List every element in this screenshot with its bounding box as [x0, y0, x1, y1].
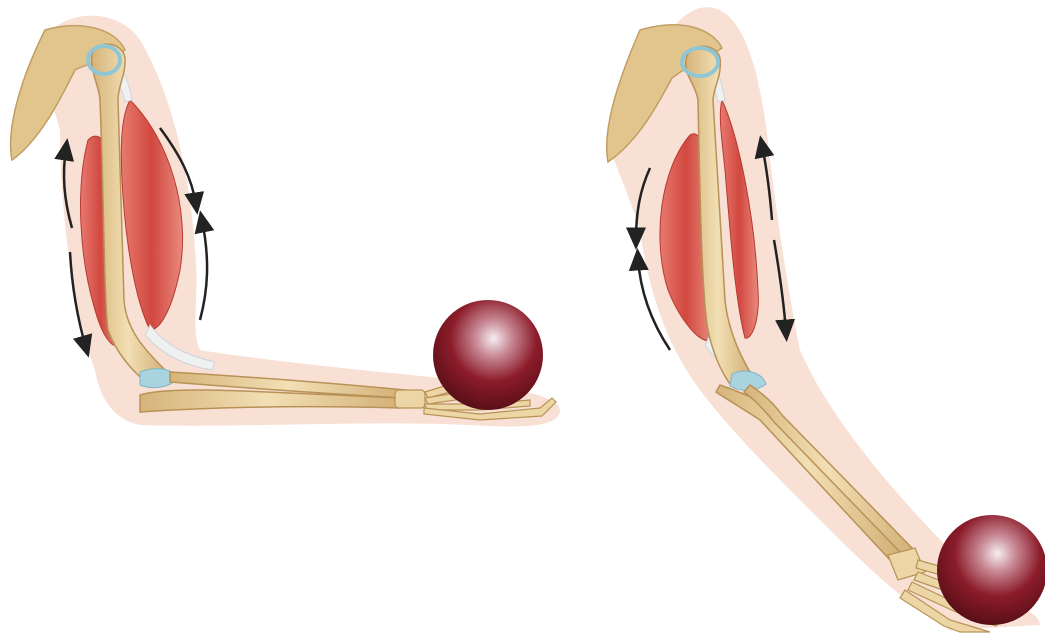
flexed-ball — [433, 300, 543, 410]
flexed-biceps-arrow-up — [200, 220, 207, 320]
extended-ball — [937, 515, 1045, 625]
extended-arm-panel — [607, 7, 1045, 632]
flexed-arm-panel — [11, 16, 560, 427]
